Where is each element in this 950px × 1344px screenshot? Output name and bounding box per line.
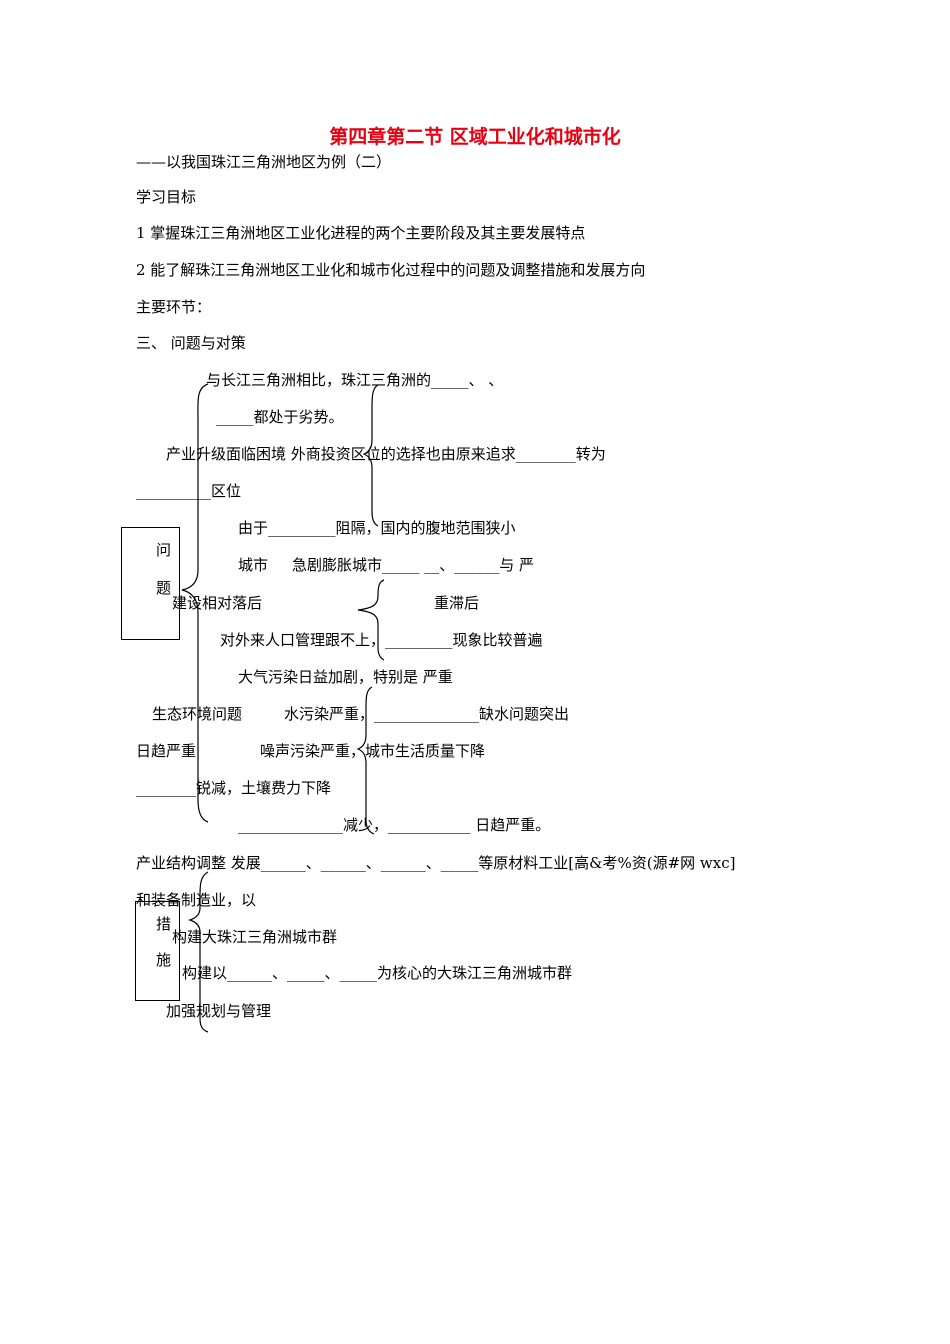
main-steps-label: 主要环节： <box>136 298 212 316</box>
outline-line-11b: 噪声污染严重，城市生活质量下降 <box>260 742 486 760</box>
problem-brace <box>181 383 209 823</box>
problem-label-box: 问 题 <box>121 527 180 640</box>
outline-line-9: 大气污染日益加剧，特别是 严重 <box>238 668 453 686</box>
city-brace <box>357 579 385 661</box>
outline-line-8: 对外来人口管理跟不上，_________现象比较普遍 <box>220 631 543 649</box>
outline-line-6a: 城市 <box>238 556 269 574</box>
outline-line-17: 构建以______、_____、_____为核心的大珠江三角洲城市群 <box>182 964 573 982</box>
outline-line-10a: 生态环境问题 <box>152 705 243 723</box>
measures-brace <box>188 871 209 1033</box>
outline-line-5: 由于_________阻隔，国内的腹地范围狭小 <box>238 519 516 537</box>
industry-brace <box>362 384 379 527</box>
outline-line-13: ______________减少，___________ 日趋严重。 <box>238 816 551 834</box>
outline-line-18: 加强规划与管理 <box>166 1002 272 1020</box>
problem-label-char-1: 问 <box>156 541 172 559</box>
outline-line-3: 产业升级面临困境 外商投资区位的选择也由原来追求________转为 <box>166 445 606 463</box>
outline-line-16: 构建大珠江三角洲城市群 <box>172 928 338 946</box>
outline-line-2: _____都处于劣势。 <box>216 408 344 426</box>
objective-1: 1 掌握珠江三角洲地区工业化进程的两个主要阶段及其主要发展特点 <box>136 224 586 242</box>
measures-label-box: 措 施 <box>135 901 180 1001</box>
outline-line-1: 与长江三角洲相比，珠江三角洲的_____、 、 <box>206 371 504 389</box>
problem-label-char-2: 题 <box>156 579 172 597</box>
outline-line-4: __________区位 <box>136 482 242 500</box>
outline-line-7b: 重滞后 <box>434 594 480 612</box>
section-heading: 三、 问题与对策 <box>136 334 246 352</box>
page-title: 第四章第二节 区域工业化和城市化 <box>329 126 621 148</box>
objectives-heading: 学习目标 <box>136 188 197 206</box>
outline-line-6b: 急剧膨胀城市_____ __、______与 严 <box>292 556 535 574</box>
outline-line-10b: 水污染严重，______________缺水问题突出 <box>284 705 570 723</box>
outline-line-11a: 日趋严重 <box>136 742 197 760</box>
outline-line-12: ________锐减，土壤费力下降 <box>136 779 332 797</box>
ecology-brace <box>356 686 375 835</box>
measures-label-char-2: 施 <box>156 951 172 969</box>
outline-line-14: 产业结构调整 发展______、______、______、_____等原材料工… <box>136 854 736 872</box>
measures-label-char-1: 措 <box>156 915 172 933</box>
outline-line-15: 和装备制造业，以 <box>136 891 257 909</box>
subtitle: ——以我国珠江三角洲地区为例（二） <box>136 153 392 171</box>
objective-2: 2 能了解珠江三角洲地区工业化和城市化过程中的问题及调整措施和发展方向 <box>136 261 646 279</box>
